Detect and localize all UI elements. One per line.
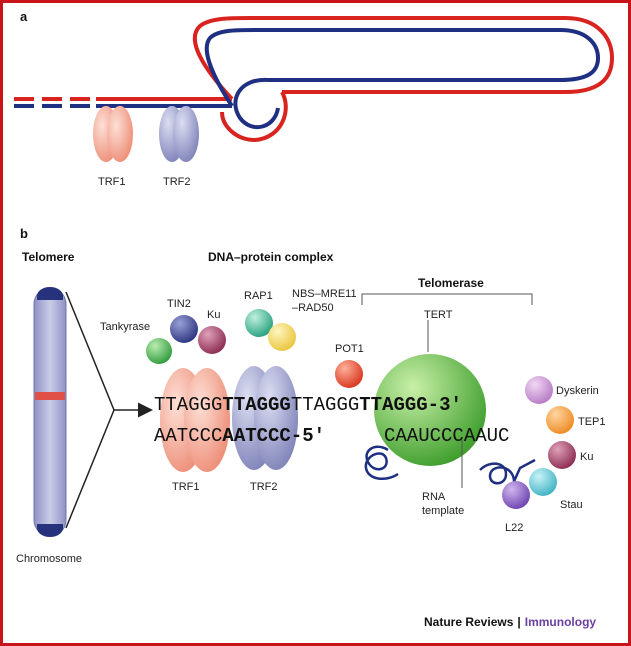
zoom-line-bottom — [65, 409, 115, 529]
telomerase-title: Telomerase — [418, 276, 484, 290]
nbs-label-line1: NBS–MRE11 — [292, 288, 357, 300]
complex-title: DNA–protein complex — [208, 250, 334, 264]
tin2-label: TIN2 — [167, 298, 191, 310]
tep1-protein — [546, 406, 574, 434]
pot1-label: POT1 — [335, 343, 364, 355]
zoom-line-top — [65, 291, 115, 411]
rap1-protein — [245, 309, 273, 337]
trf1-label: TRF1 — [172, 481, 200, 493]
credit-separator: | — [517, 615, 520, 629]
rap1-label: RAP1 — [244, 290, 273, 302]
bottom-strand-seg-2: AATCCC-5' — [222, 425, 325, 447]
nbs-label-line2: –RAD50 — [292, 302, 334, 314]
chromosome — [33, 287, 67, 537]
top-strand: TTAGGGTTAGGGTTAGGGTTAGGG-3' — [154, 394, 462, 416]
telomerase-bracket — [361, 293, 533, 305]
panel-a-letter: a — [20, 9, 28, 24]
panel-a-trf2 — [159, 106, 199, 162]
t-loop-dna — [14, 16, 615, 143]
trf2-label: TRF2 — [250, 481, 278, 493]
panel-a-trf1-label: TRF1 — [98, 176, 126, 188]
trf2-protein — [232, 366, 298, 470]
telomere-title: Telomere — [22, 250, 75, 264]
tin2-protein — [170, 315, 198, 343]
top-strand-seg-3: TTAGGG — [291, 394, 359, 416]
tankyrase-label: Tankyrase — [100, 321, 150, 333]
rna-coil-left — [364, 445, 399, 481]
stau-protein — [529, 468, 557, 496]
l22-protein — [502, 481, 530, 509]
stau-label: Stau — [560, 499, 583, 511]
tert-protein — [374, 354, 486, 466]
ku-right-protein — [548, 441, 576, 469]
rna-template-label-line2: template — [422, 505, 464, 517]
pot1-protein — [335, 360, 363, 388]
panel-a-trf1 — [93, 106, 133, 162]
tert-label: TERT — [424, 309, 453, 321]
journal-section: Immunology — [525, 615, 597, 629]
tep1-label: TEP1 — [578, 416, 606, 428]
dyskerin-protein — [525, 376, 553, 404]
chromosome-label: Chromosome — [16, 553, 82, 565]
top-strand-seg-4: TTAGGG-3' — [359, 394, 462, 416]
top-strand-seg-2: TTAGGG — [222, 394, 290, 416]
tankyrase-protein — [146, 338, 172, 364]
rna-tail — [510, 458, 536, 487]
journal-credit: Nature Reviews| Immunology — [424, 615, 596, 629]
trf1-protein — [160, 368, 230, 472]
bottom-strand: AATCCCAATCCC-5' — [154, 425, 325, 447]
bottom-strand-seg-1: AATCCC — [154, 425, 222, 447]
nbs-mre11-rad50-protein — [268, 323, 296, 351]
l22-label: L22 — [505, 522, 523, 534]
ku-right-label: Ku — [580, 451, 593, 463]
panel-a-trf2-label: TRF2 — [163, 176, 191, 188]
dyskerin-label: Dyskerin — [556, 385, 599, 397]
ku-left-label: Ku — [207, 309, 220, 321]
ku-left-protein — [198, 326, 226, 354]
top-strand-seg-1: TTAGGG — [154, 394, 222, 416]
panel-b-letter: b — [20, 226, 28, 241]
rna-template-sequence: CAAUCCCAAUC — [384, 425, 509, 447]
journal-name: Nature Reviews — [424, 615, 514, 629]
rna-template-label-line1: RNA — [422, 491, 446, 503]
